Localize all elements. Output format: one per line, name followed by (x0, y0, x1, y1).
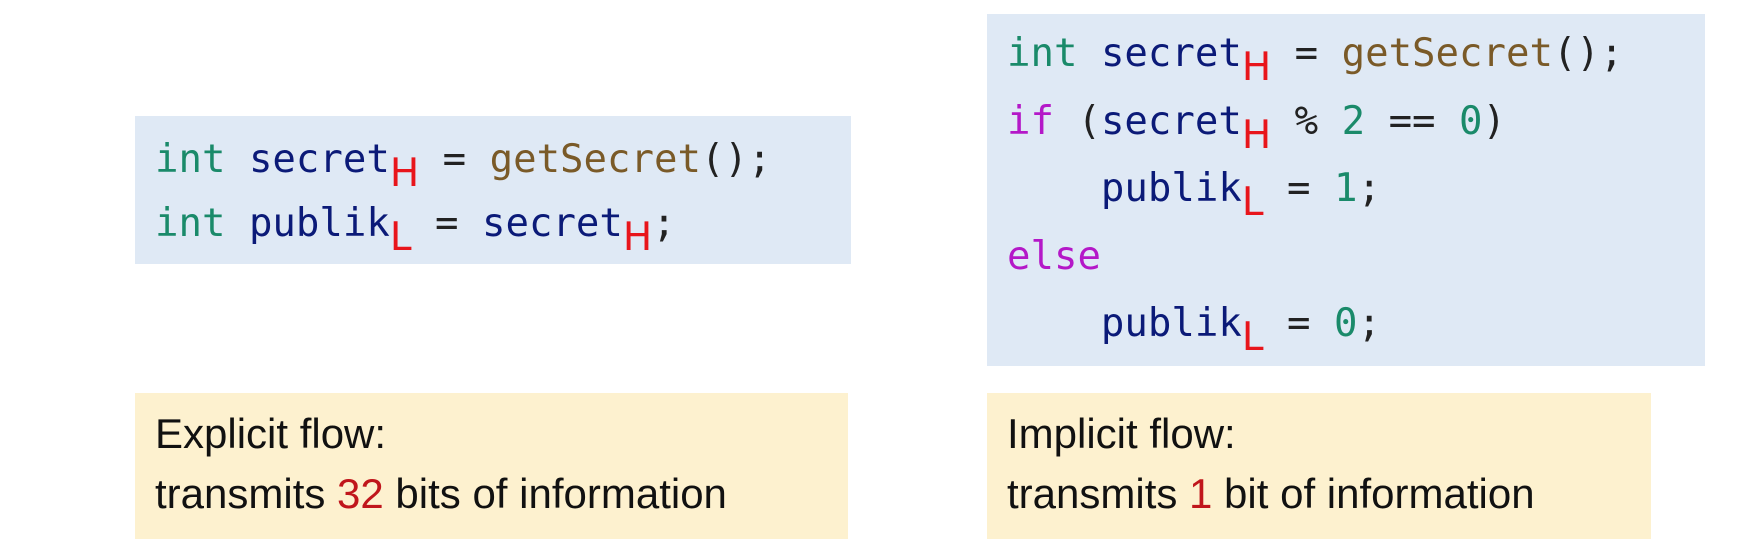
number-literal: 0 (1459, 99, 1483, 144)
explicit-flow-code-box: int secretH = getSecret(); int publikL =… (135, 116, 851, 264)
punctuation: ) (1482, 99, 1506, 144)
variable-name: publik (1100, 166, 1242, 211)
explicit-code-line-2: int publikL = secretH; (155, 190, 676, 260)
security-label: L (389, 215, 412, 260)
note-text: bits of information (383, 470, 727, 517)
operator: = (411, 201, 483, 246)
implicit-code-line-5: publikL = 0; (1007, 290, 1381, 360)
if-keyword: if (1007, 99, 1054, 144)
note-text: transmits (155, 470, 338, 517)
explicit-flow-note: Explicit flow: transmits 32 bits of info… (135, 393, 848, 539)
note-title: Explicit flow: (155, 410, 387, 457)
security-label: H (1241, 113, 1272, 158)
type-keyword: int (155, 137, 226, 182)
operator: == (1365, 99, 1460, 144)
punctuation: (); (1552, 31, 1624, 76)
type-keyword: int (155, 201, 226, 246)
bit-count: 32 (337, 470, 384, 517)
variable-name: publik (248, 201, 390, 246)
punctuation: ; (1357, 166, 1381, 211)
function-name: getSecret (1341, 31, 1553, 76)
operator: = (1271, 31, 1342, 76)
note-text: bit of information (1212, 470, 1535, 517)
implicit-code-line-2: if (secretH % 2 == 0) (1007, 88, 1506, 158)
punctuation: ; (652, 201, 676, 246)
number-literal: 2 (1341, 99, 1366, 144)
explicit-code-line-1: int secretH = getSecret(); (155, 126, 772, 196)
note-description: transmits 32 bits of information (155, 465, 727, 523)
security-label: L (1241, 315, 1264, 360)
variable-name: secret (482, 201, 623, 246)
operator: = (1263, 301, 1334, 346)
bit-count: 1 (1189, 470, 1213, 517)
operator: = (1263, 166, 1334, 211)
implicit-flow-note: Implicit flow: transmits 1 bit of inform… (987, 393, 1651, 539)
else-keyword: else (1007, 234, 1101, 279)
implicit-code-line-4: else (1007, 223, 1101, 291)
number-literal: 1 (1334, 166, 1358, 211)
note-text: transmits (1007, 470, 1190, 517)
punctuation: (); (700, 137, 772, 182)
security-label: H (622, 215, 653, 260)
implicit-code-line-3: publikL = 1; (1007, 155, 1381, 225)
punctuation: ( (1053, 99, 1101, 144)
security-label: H (1241, 45, 1272, 90)
punctuation: ; (1357, 301, 1381, 346)
number-literal: 0 (1334, 301, 1358, 346)
variable-name: secret (1100, 31, 1242, 76)
operator: = (419, 137, 490, 182)
implicit-flow-code-box: int secretH = getSecret(); if (secretH %… (987, 14, 1705, 366)
type-keyword: int (1007, 31, 1078, 76)
note-description: transmits 1 bit of information (1007, 465, 1535, 523)
implicit-code-line-1: int secretH = getSecret(); (1007, 20, 1624, 90)
variable-name: publik (1100, 301, 1242, 346)
operator: % (1271, 99, 1342, 144)
security-label: H (389, 151, 420, 196)
security-label: L (1241, 180, 1264, 225)
variable-name: secret (1100, 99, 1242, 144)
function-name: getSecret (489, 137, 701, 182)
variable-name: secret (248, 137, 390, 182)
note-title: Implicit flow: (1007, 410, 1236, 457)
